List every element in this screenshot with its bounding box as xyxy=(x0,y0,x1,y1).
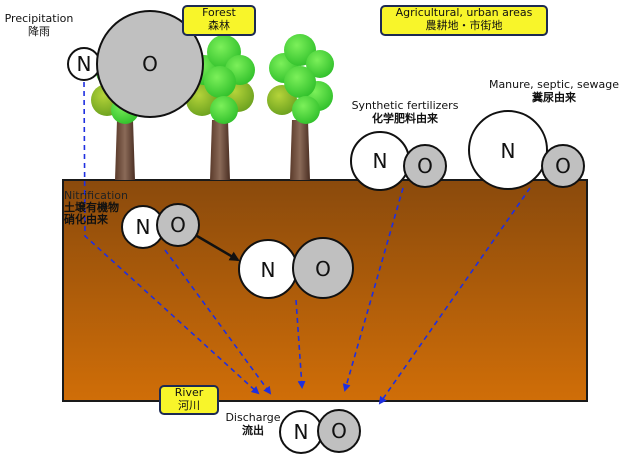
svg-text:O: O xyxy=(315,257,331,281)
svg-text:N: N xyxy=(294,420,309,444)
molecule-nitrification: N O xyxy=(121,203,200,249)
molecule-discharge: N O xyxy=(279,409,361,454)
river-tag-ja: 河川 xyxy=(178,398,200,412)
precipitation-label: Precipitation 降雨 xyxy=(2,12,76,38)
molecule-precipitation: N O xyxy=(67,10,204,118)
river-tag-en: River xyxy=(174,386,204,399)
flow-arrow-manure xyxy=(378,187,531,405)
discharge-label: Discharge 流出 xyxy=(222,411,284,437)
svg-text:N: N xyxy=(373,149,388,173)
precipitation-label-en: Precipitation xyxy=(4,12,74,25)
flow-arrows xyxy=(83,81,531,405)
svg-text:O: O xyxy=(170,213,186,237)
oxygen-atom xyxy=(156,203,200,247)
flow-arrow-nitrification xyxy=(164,249,272,395)
discharge-label-en: Discharge xyxy=(225,411,281,424)
nitrification-label-en: Nitrification xyxy=(64,189,128,202)
flow-arrow-soil-no xyxy=(295,299,306,389)
oxygen-atom xyxy=(292,237,354,299)
forest-tag-ja: 森林 xyxy=(208,18,230,32)
oxygen-atom xyxy=(541,144,585,188)
transform-arrow xyxy=(196,234,240,262)
river-tag: River 河川 xyxy=(159,385,219,415)
synthetic-fertilizers-label: Synthetic fertilizers 化学肥料由来 xyxy=(345,99,465,125)
forest-tag-en: Forest xyxy=(202,6,236,19)
molecule-synthetic: N O xyxy=(350,131,447,191)
precipitation-label-ja: 降雨 xyxy=(28,25,50,39)
synthetic-label-en: Synthetic fertilizers xyxy=(351,99,459,112)
svg-text:O: O xyxy=(417,154,433,178)
agri-urban-tag-en: Agricultural, urban areas xyxy=(395,6,533,19)
synthetic-label-ja: 化学肥料由来 xyxy=(372,112,438,126)
flow-arrow-precipitation xyxy=(83,81,260,395)
svg-text:O: O xyxy=(142,52,158,76)
flow-arrow-synthetic xyxy=(342,187,404,392)
manure-label-en: Manure, septic, sewage xyxy=(488,78,620,91)
nitrogen-atom xyxy=(468,110,548,190)
tree-icon xyxy=(267,34,334,180)
nitrification-label-ja-2: 硝化由来 xyxy=(64,213,108,227)
molecule-soil: N O xyxy=(238,237,354,299)
oxygen-atom xyxy=(317,409,361,453)
manure-label: Manure, septic, sewage 糞尿由来 xyxy=(486,78,622,104)
oxygen-atom xyxy=(403,144,447,188)
discharge-label-ja: 流出 xyxy=(242,424,264,438)
oxygen-atom xyxy=(96,10,204,118)
svg-text:O: O xyxy=(555,154,571,178)
svg-text:N: N xyxy=(136,215,151,239)
manure-label-ja: 糞尿由来 xyxy=(532,91,576,105)
svg-text:O: O xyxy=(331,419,347,443)
agri-urban-tag-ja: 農耕地・市街地 xyxy=(425,18,503,32)
svg-text:N: N xyxy=(261,258,276,282)
nitrification-label-ja-1: 土壌有機物 xyxy=(64,201,119,215)
svg-text:N: N xyxy=(77,52,92,76)
agri-urban-tag: Agricultural, urban areas 農耕地・市街地 xyxy=(380,5,548,36)
svg-text:N: N xyxy=(501,139,516,163)
molecule-manure: N O xyxy=(468,110,585,190)
nitrification-label: Nitrification 土壌有機物 硝化由来 xyxy=(64,189,128,226)
forest-tag: Forest 森林 xyxy=(182,5,256,36)
